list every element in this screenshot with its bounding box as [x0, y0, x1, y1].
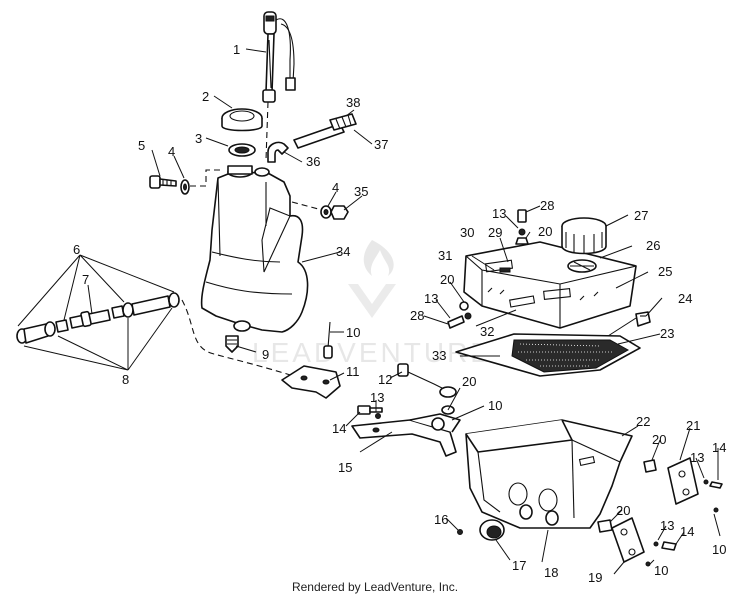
support-bracket	[351, 405, 461, 457]
callout-32: 32	[480, 324, 494, 339]
callout-4: 4	[332, 180, 339, 195]
callout-28: 28	[540, 198, 554, 213]
tank-nut-right	[320, 205, 349, 220]
callout-13: 13	[660, 518, 674, 533]
callout-5: 5	[138, 138, 145, 153]
callout-26: 26	[646, 238, 660, 253]
callout-37: 37	[374, 137, 388, 152]
callout-7: 7	[82, 272, 89, 287]
foam-element	[455, 333, 641, 377]
callout-labels: 1 2 3 4 4 5 6 7 8 9 10 10 10 10 11 12 13…	[73, 42, 726, 585]
callout-27: 27	[634, 208, 648, 223]
callout-11: 11	[346, 364, 360, 379]
footer-credit: Rendered by LeadVenture, Inc.	[291, 580, 459, 594]
callout-17: 17	[512, 558, 526, 573]
callout-6: 6	[73, 242, 80, 257]
callout-10: 10	[346, 325, 360, 340]
callout-23: 23	[660, 326, 674, 341]
tank-bolt-left	[149, 175, 190, 195]
callout-10: 10	[488, 398, 502, 413]
airbox-cover	[463, 241, 637, 329]
mounting-plate-19	[597, 517, 677, 567]
callout-4: 4	[168, 144, 175, 159]
callout-33: 33	[432, 348, 446, 363]
watermark-text: LEADVENTURE	[252, 337, 492, 368]
callout-1: 1	[233, 42, 240, 57]
callout-25: 25	[658, 264, 672, 279]
callout-36: 36	[306, 154, 320, 169]
callout-20: 20	[616, 503, 630, 518]
assembly-line-tank-bottom	[181, 299, 301, 379]
callout-9: 9	[262, 347, 269, 362]
lower-housing	[465, 419, 633, 529]
callout-20: 20	[652, 432, 666, 447]
assembly-line-tank-right	[291, 201, 323, 211]
callout-14: 14	[332, 421, 346, 436]
callout-30: 30	[460, 225, 474, 240]
callout-24: 24	[678, 291, 692, 306]
callout-15: 15	[338, 460, 352, 475]
callout-18: 18	[544, 565, 558, 580]
callout-20: 20	[462, 374, 476, 389]
callout-34: 34	[336, 244, 350, 259]
callout-20: 20	[538, 224, 552, 239]
shutoff-valve	[397, 363, 457, 398]
vent-valve	[323, 321, 333, 359]
grommet	[457, 519, 505, 541]
callout-21: 21	[686, 418, 700, 433]
fuel-line-assembly	[16, 292, 180, 344]
vent-elbow-and-hose	[267, 113, 357, 163]
fuel-cap	[221, 108, 263, 132]
cover-screw-top	[515, 209, 529, 245]
leader-lines	[17, 48, 721, 575]
fuel-sender	[262, 11, 296, 103]
callout-13: 13	[370, 390, 384, 405]
fuel-tank	[200, 165, 309, 333]
assembly-line-tank-left	[190, 169, 220, 187]
air-filter	[561, 217, 607, 273]
callout-19: 19	[588, 570, 602, 585]
callout-20: 20	[440, 272, 454, 287]
watermark-chevron-icon	[348, 284, 396, 318]
callout-28: 28	[410, 308, 424, 323]
tank-bracket	[281, 365, 341, 399]
callout-14: 14	[712, 440, 726, 455]
callout-8: 8	[122, 372, 129, 387]
callout-31: 31	[438, 248, 452, 263]
callout-13: 13	[424, 291, 438, 306]
callout-22: 22	[636, 414, 650, 429]
callout-10: 10	[654, 563, 668, 578]
watermark: LEADVENTURE	[252, 240, 492, 368]
callout-13: 13	[492, 206, 506, 221]
watermark-flame-icon	[363, 240, 394, 276]
fuel-fitting	[225, 335, 239, 353]
callout-12: 12	[378, 372, 392, 387]
callout-13: 13	[690, 450, 704, 465]
callout-2: 2	[202, 89, 209, 104]
callout-38: 38	[346, 95, 360, 110]
callout-14: 14	[680, 524, 694, 539]
callout-29: 29	[488, 225, 502, 240]
mounting-plate-21	[643, 457, 723, 513]
callout-35: 35	[354, 184, 368, 199]
cap-gasket	[228, 143, 256, 157]
callout-3: 3	[195, 131, 202, 146]
cover-screw-left	[447, 301, 472, 329]
callout-10: 10	[712, 542, 726, 557]
callout-16: 16	[434, 512, 448, 527]
